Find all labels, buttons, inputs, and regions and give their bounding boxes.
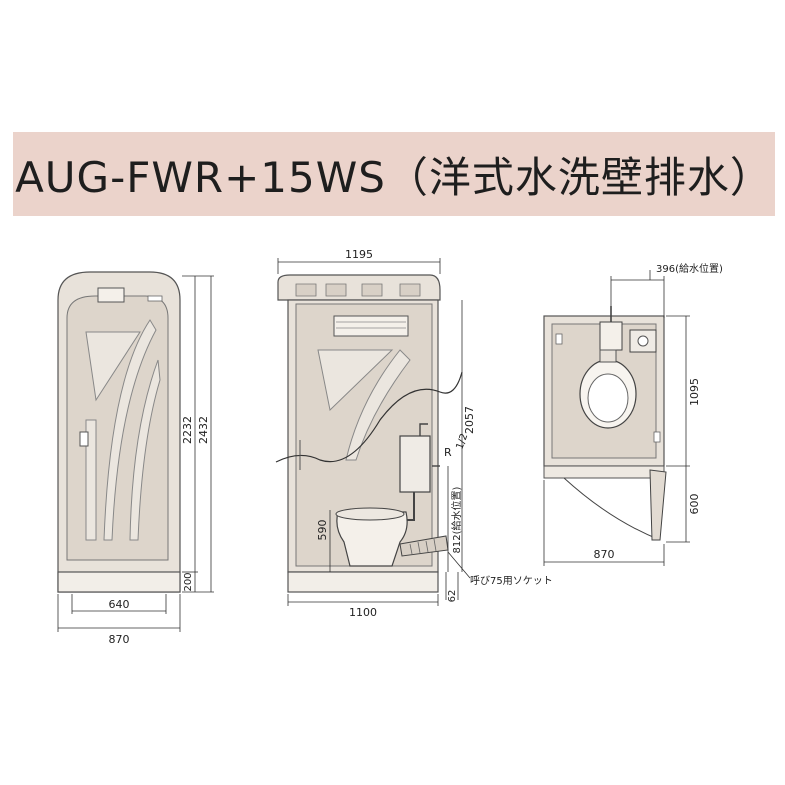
plan-threshold bbox=[543, 465, 665, 479]
side-supply-height: 812(給水位置) bbox=[450, 486, 463, 553]
front-height-body: 2232 bbox=[181, 416, 194, 444]
plan-door-depth: 600 bbox=[688, 494, 701, 515]
side-drain-offset: 62 bbox=[447, 590, 458, 603]
front-width-outer: 870 bbox=[109, 633, 130, 646]
side-drain-label: 呼び75用ソケット bbox=[470, 575, 553, 587]
side-toilet bbox=[336, 511, 408, 567]
plan-tank bbox=[599, 321, 623, 351]
page-title: AUG-FWR+15WS（洋式水洗壁排水） bbox=[15, 152, 773, 202]
side-height-inner: 2057 bbox=[463, 406, 476, 434]
front-view: 640 870 2232 2432 200 bbox=[57, 271, 214, 646]
front-vent bbox=[97, 287, 125, 303]
side-base bbox=[287, 571, 439, 593]
front-emboss-4 bbox=[85, 419, 97, 541]
side-width-top: 1195 bbox=[345, 248, 373, 261]
front-emboss-3 bbox=[129, 359, 161, 541]
side-width-base: 1100 bbox=[349, 606, 377, 619]
plan-view: 396(給水位置) 1095 600 870 bbox=[543, 262, 723, 566]
plan-door-arc bbox=[563, 477, 661, 541]
plan-door-leaf bbox=[649, 469, 667, 541]
front-door-handle bbox=[79, 431, 89, 447]
plan-depth: 1095 bbox=[688, 378, 701, 406]
front-height-base: 200 bbox=[183, 572, 194, 591]
side-roof bbox=[277, 274, 441, 301]
flush-tank bbox=[399, 435, 431, 493]
side-toilet-height: 590 bbox=[316, 520, 329, 541]
side-emboss-2 bbox=[345, 349, 411, 461]
side-emboss-1 bbox=[317, 349, 394, 411]
side-vent bbox=[333, 315, 409, 337]
front-base bbox=[57, 571, 181, 593]
side-view: 1195 1100 2057 590 812(給水位置) R 1/2 62 呼び… bbox=[275, 248, 553, 619]
front-emboss-1 bbox=[85, 331, 141, 402]
title-banner: AUG-FWR+15WS（洋式水洗壁排水） bbox=[13, 132, 775, 216]
side-pipe-label: R bbox=[444, 446, 452, 459]
front-width-inner: 640 bbox=[109, 598, 130, 611]
side-break-line bbox=[275, 371, 463, 463]
plan-width: 870 bbox=[594, 548, 615, 561]
front-emboss-2 bbox=[103, 319, 157, 541]
front-vent-small bbox=[147, 295, 163, 302]
plan-supply-position: 396(給水位置) bbox=[656, 262, 723, 275]
side-pipe-size: 1/2 bbox=[454, 432, 470, 451]
front-height-total: 2432 bbox=[197, 416, 210, 444]
